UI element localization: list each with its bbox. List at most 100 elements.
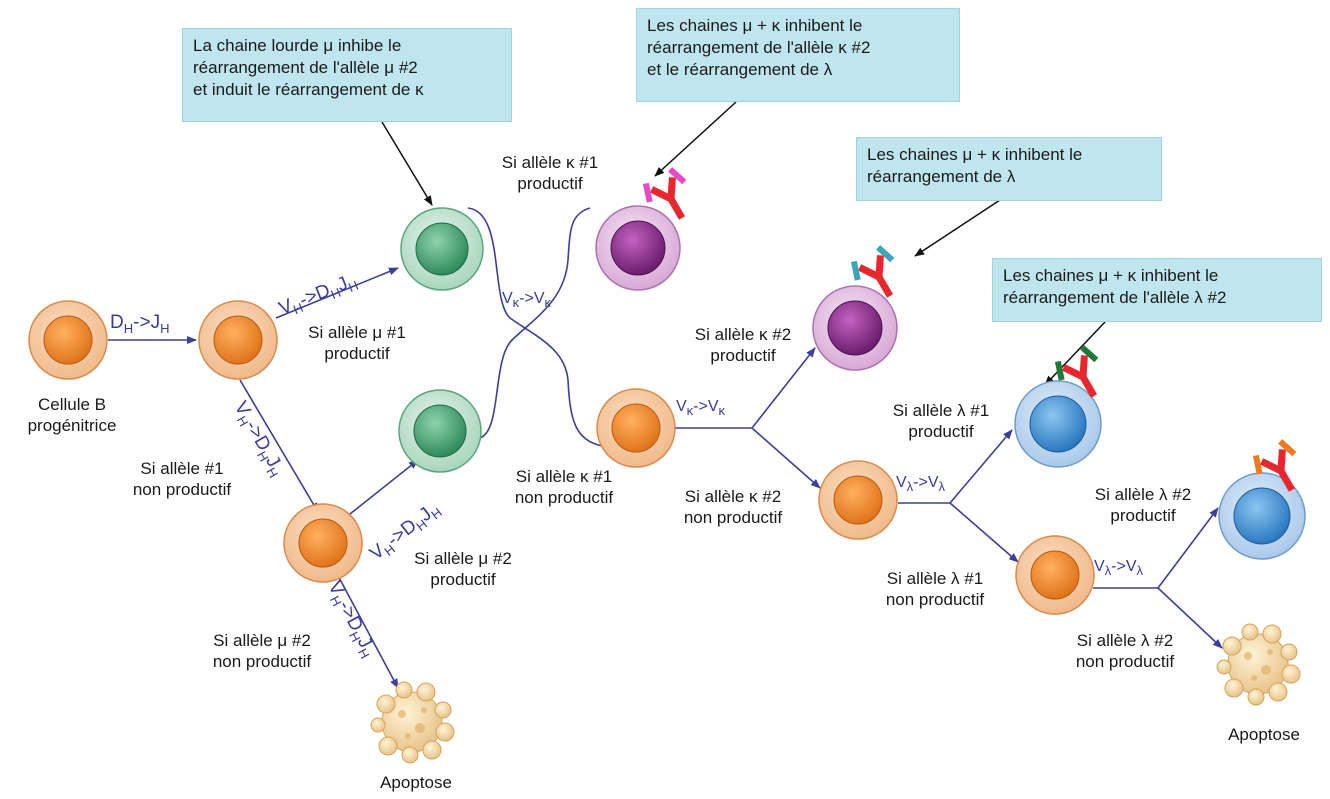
- label-apoptose-1: Apoptose: [380, 773, 452, 792]
- label-l1-productif: Si allèle λ #1 productif: [874, 400, 1008, 442]
- arrow-to-mu-nonprod: [239, 379, 319, 513]
- label-line: non productif: [212, 652, 312, 671]
- b-cell-icon-mu2-green: [398, 389, 482, 473]
- label-line: Cellule B: [37, 395, 107, 414]
- arrow-to-apoptose1: [334, 569, 399, 689]
- arrow-to-apoptose2: [1157, 587, 1223, 649]
- gene-sub: κ: [718, 403, 726, 419]
- arrow-to-k2-prod: [751, 347, 816, 429]
- gene-sub: λ: [906, 479, 914, 495]
- callout-mu-kappa-3: Les chaines μ + κ inhibent le réarrangem…: [992, 258, 1322, 322]
- gene-seg: V: [1125, 558, 1137, 575]
- apoptotic-cell-icon-1: [370, 681, 455, 764]
- label-k2-productif: Si allèle κ #2 productif: [676, 324, 810, 366]
- label-progenitor: Cellule B progénitrice: [12, 394, 132, 436]
- callout-line: et induit le réarrangement de κ: [193, 80, 424, 99]
- label-line: Si allèle μ #2: [414, 549, 512, 568]
- gene-sub: λ: [1104, 563, 1112, 579]
- pointer-c4: [1044, 321, 1106, 386]
- apoptotic-cell-icon-2: [1216, 623, 1301, 706]
- b-cell-icon-l1-blue: [1014, 380, 1102, 468]
- arrow-to-l1-prod: [949, 429, 1013, 504]
- label-k1-nonproductif: Si allèle κ #1 non productif: [494, 466, 634, 508]
- gene-dh-jh: DH->JH: [110, 312, 169, 336]
- label-l2-nonproductif: Si allèle λ #2 non productif: [1054, 630, 1196, 672]
- gene-seg: V: [707, 398, 719, 415]
- gene-sub: λ: [938, 479, 946, 495]
- pointer-c3: [914, 199, 1001, 257]
- label-line: productif: [517, 174, 583, 193]
- gene-seg: V: [927, 474, 939, 491]
- label-line: non productif: [683, 508, 783, 527]
- gene-arrow: ->: [1111, 558, 1126, 575]
- label-line: Si allèle λ #1: [892, 401, 990, 420]
- callout-line: réarrangement de l'allèle μ #2: [193, 58, 418, 77]
- label-line: Si allèle κ #2: [684, 487, 782, 506]
- antibody-icon-k1: [642, 167, 687, 220]
- callout-line: réarrangement de λ: [867, 167, 1016, 186]
- gene-arrow: ->: [693, 398, 708, 415]
- callout-line: réarrangement de l'allèle λ #2: [1003, 288, 1227, 307]
- gene-sub: H: [160, 320, 170, 336]
- label-line: non productif: [514, 488, 614, 507]
- label-k2-nonproductif: Si allèle κ #2 non productif: [662, 486, 804, 528]
- antibody-icon-l2: [1252, 439, 1297, 492]
- antibody-icon-l1: [1054, 345, 1099, 398]
- label-l2-productif: Si allèle λ #2 productif: [1076, 484, 1210, 526]
- pointer-c1: [381, 121, 433, 206]
- label-line: productif: [430, 570, 496, 589]
- callout-line: La chaine lourde μ inhibe le: [193, 36, 402, 55]
- label-line: progénitrice: [27, 416, 117, 435]
- gene-vl-vl-1: Vλ->Vλ: [896, 474, 945, 494]
- gene-sub: κ: [512, 295, 520, 311]
- gene-seg: J: [150, 312, 161, 333]
- b-cell-icon-pro-b: [198, 300, 278, 380]
- b-cell-icon-progenitor: [28, 300, 108, 380]
- callout-line: Les chaines μ + κ inhibent le: [867, 145, 1083, 164]
- label-line: non productif: [132, 480, 232, 499]
- arrow-to-l2-prod: [1157, 507, 1219, 589]
- label-line: productif: [710, 346, 776, 365]
- gene-vk-vk-2: Vκ->Vκ: [676, 398, 725, 418]
- label-line: Si allèle κ #1: [515, 467, 613, 486]
- b-cell-icon-k-nonprod: [596, 388, 676, 468]
- callout-line: Les chaines μ + κ inhibent le: [647, 16, 863, 35]
- label-line: Si allèle κ #1: [501, 153, 599, 172]
- label-l1-nonproductif: Si allèle λ #1 non productif: [864, 568, 1006, 610]
- gene-seg: V: [676, 398, 687, 415]
- label-mu1-nonproductif: Si allèle #1 non productif: [116, 458, 248, 500]
- callout-mu-heavy-chain: La chaine lourde μ inhibe le réarrangeme…: [182, 28, 512, 122]
- b-cell-icon-l1-nonprod: [1015, 535, 1095, 615]
- gene-sub: H: [123, 320, 134, 336]
- gene-vl-vl-2: Vλ->Vλ: [1094, 558, 1143, 578]
- gene-arrow: ->: [133, 312, 151, 333]
- label-line: non productif: [885, 590, 985, 609]
- arrow-to-mu1: [275, 267, 399, 319]
- b-cell-icon-mu-nonprod: [283, 503, 363, 583]
- label-mu2-nonproductif: Si allèle μ #2 non productif: [192, 630, 332, 672]
- gene-arrow: ->: [913, 474, 928, 491]
- callout-line: et le réarrangement de λ: [647, 60, 833, 79]
- label-apoptose-2: Apoptose: [1228, 725, 1300, 744]
- b-cell-icon-k2-purple: [812, 285, 898, 371]
- label-line: Si allèle μ #1: [308, 323, 406, 342]
- callout-line: Les chaines μ + κ inhibent le: [1003, 266, 1219, 285]
- arrow-to-k2-nonprod: [751, 427, 821, 489]
- label-line: productif: [1110, 506, 1176, 525]
- label-line: productif: [908, 422, 974, 441]
- label-k1-productif: Si allèle κ #1 productif: [486, 152, 614, 194]
- pathways: [108, 207, 1223, 689]
- curve-mu1-to-k: [467, 207, 603, 447]
- label-line: productif: [324, 344, 390, 363]
- callout-mu-kappa-2: Les chaines μ + κ inhibent le réarrangem…: [856, 137, 1162, 201]
- callout-mu-kappa-1: Les chaines μ + κ inhibent le réarrangem…: [636, 8, 960, 102]
- label-line: Si allèle κ #2: [694, 325, 792, 344]
- label-line: Si allèle λ #1: [886, 569, 984, 588]
- b-cell-icon-k1-purple: [595, 205, 681, 291]
- callout-line: réarrangement de l'allèle κ #2: [647, 38, 871, 57]
- b-cell-icon-k2-nonprod: [818, 460, 898, 540]
- curve-mu2-to-k: [479, 207, 591, 439]
- arrow-to-l1-nonprod: [949, 502, 1019, 563]
- gene-seg: V: [1094, 558, 1105, 575]
